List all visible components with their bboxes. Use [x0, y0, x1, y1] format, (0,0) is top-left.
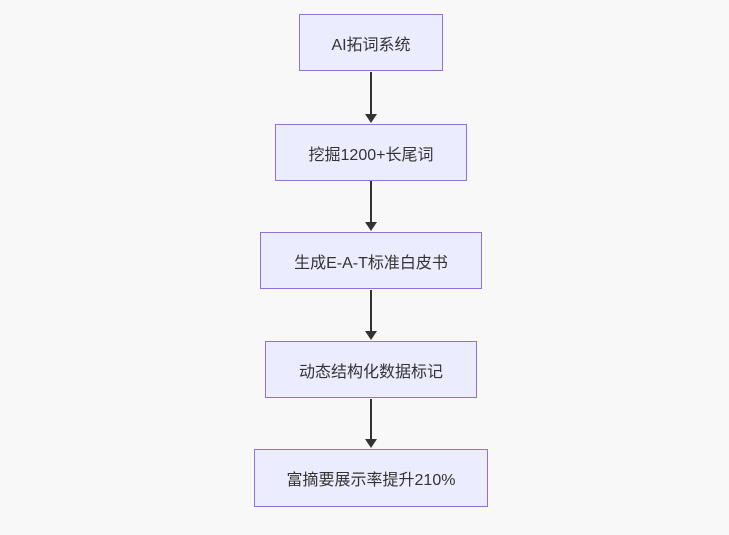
flow-node-longtail-mining: 挖掘1200+长尾词	[275, 124, 467, 181]
arrowhead-down-icon	[365, 331, 377, 340]
edge-line	[370, 72, 372, 115]
edge-line	[370, 399, 372, 440]
flow-node-label: 富摘要展示率提升210%	[286, 472, 456, 489]
arrowhead-down-icon	[365, 439, 377, 448]
arrowhead-down-icon	[365, 114, 377, 123]
flow-node-label: AI拓词系统	[331, 36, 411, 54]
arrowhead-down-icon	[365, 222, 377, 231]
edge-line	[370, 290, 372, 332]
flow-node-label: 动态结构化数据标记	[298, 363, 443, 381]
edge-line	[370, 181, 372, 223]
flow-node-ai-word-expansion: AI拓词系统	[299, 14, 443, 71]
flow-node-structured-data-markup: 动态结构化数据标记	[265, 341, 477, 398]
flow-node-rich-snippet-result: 富摘要展示率提升210%	[254, 449, 488, 507]
flow-node-label: 挖掘1200+长尾词	[308, 146, 434, 164]
flow-node-label: 生成E-A-T标准白皮书	[294, 254, 448, 272]
flow-node-eat-whitepaper: 生成E-A-T标准白皮书	[260, 232, 482, 289]
